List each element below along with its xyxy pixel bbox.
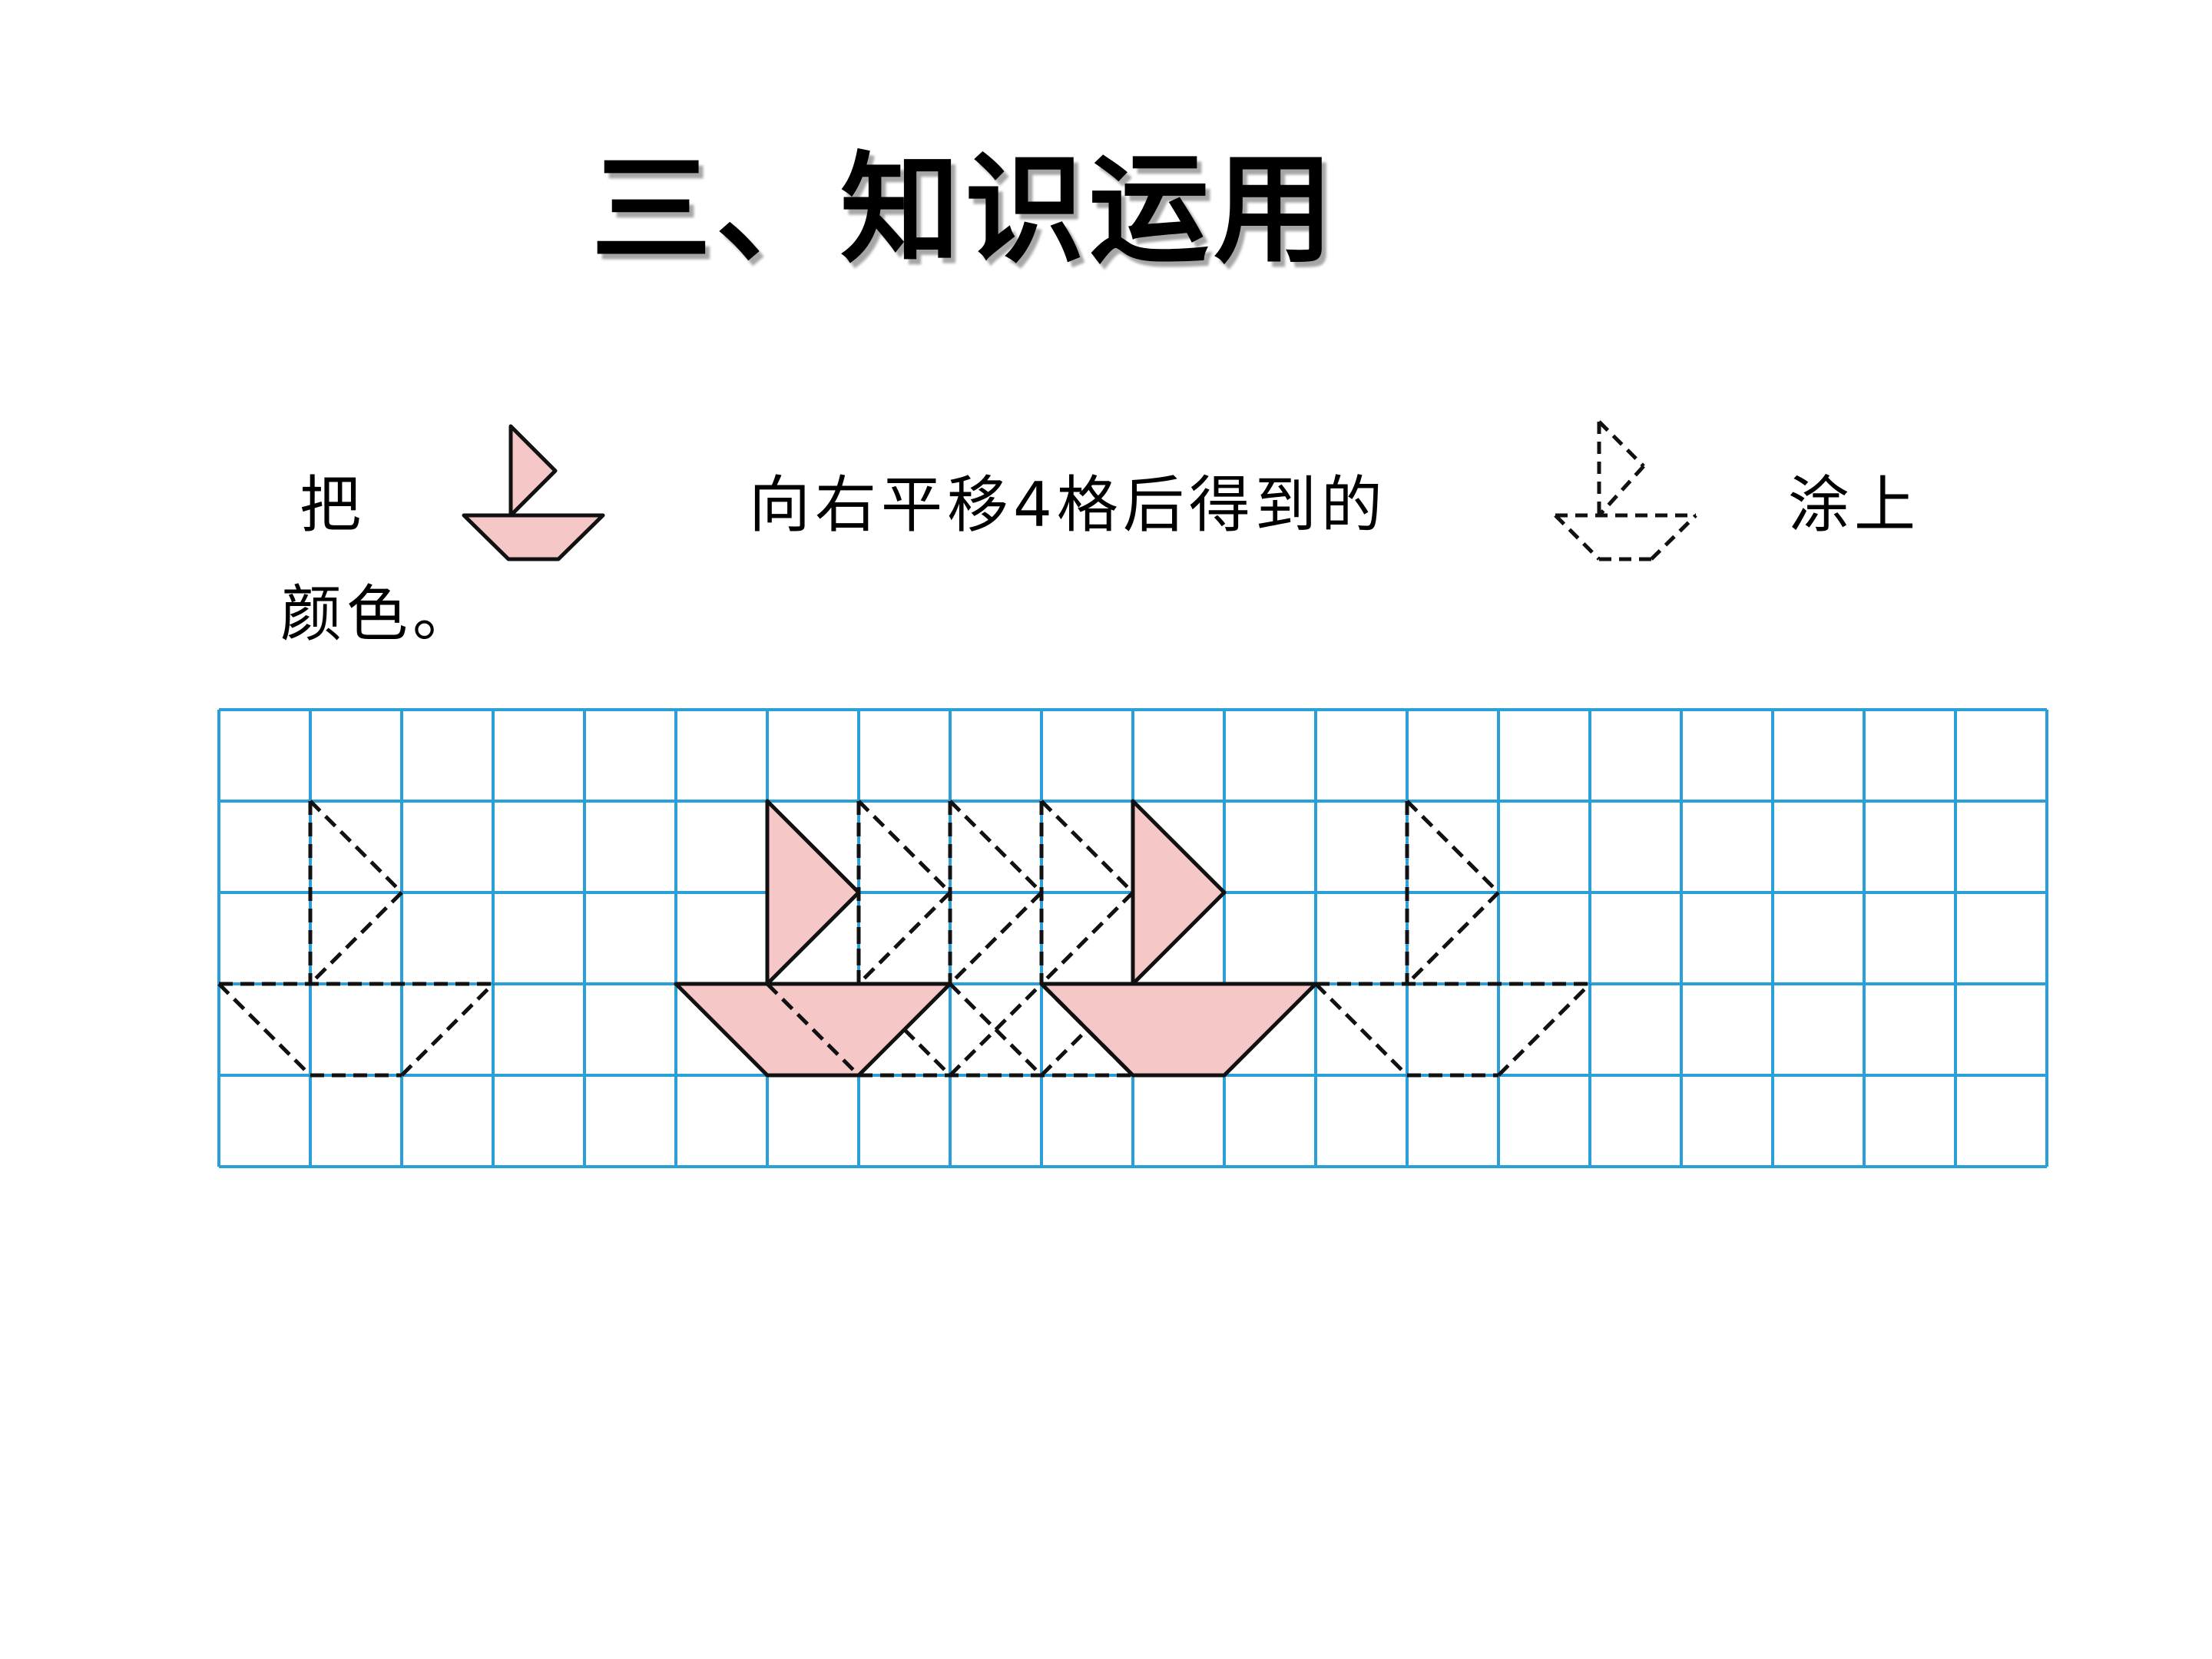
translated-boat-sail (1131, 799, 1227, 986)
dashed-boat-outlines (217, 800, 1591, 1078)
instruction-text-continuation: 颜色。 (280, 578, 478, 650)
solid-boat-translated (1039, 799, 1318, 1078)
dashed-overlays (766, 892, 1134, 1077)
page-title: 三、知识运用 (591, 140, 1338, 280)
solid-boat-hull (462, 513, 605, 561)
original-boat-sail (765, 799, 861, 986)
instruction-text-middle: 向右平移4格后得到的 (749, 469, 1387, 541)
solid-boat-sail (508, 424, 558, 518)
dashed-boat-icon (1554, 420, 1697, 561)
instruction-text-end: 涂上 (1788, 469, 1920, 541)
dashed-boat-1 (217, 800, 495, 1078)
solid-boat-icon (462, 424, 605, 561)
instruction-text-start: 把 (300, 469, 366, 541)
grid-lines (217, 708, 2048, 1168)
dashed-boat-4 (859, 800, 1134, 1078)
translated-boat-hull (1039, 982, 1318, 1078)
dashed-boat-5 (1314, 800, 1591, 1078)
